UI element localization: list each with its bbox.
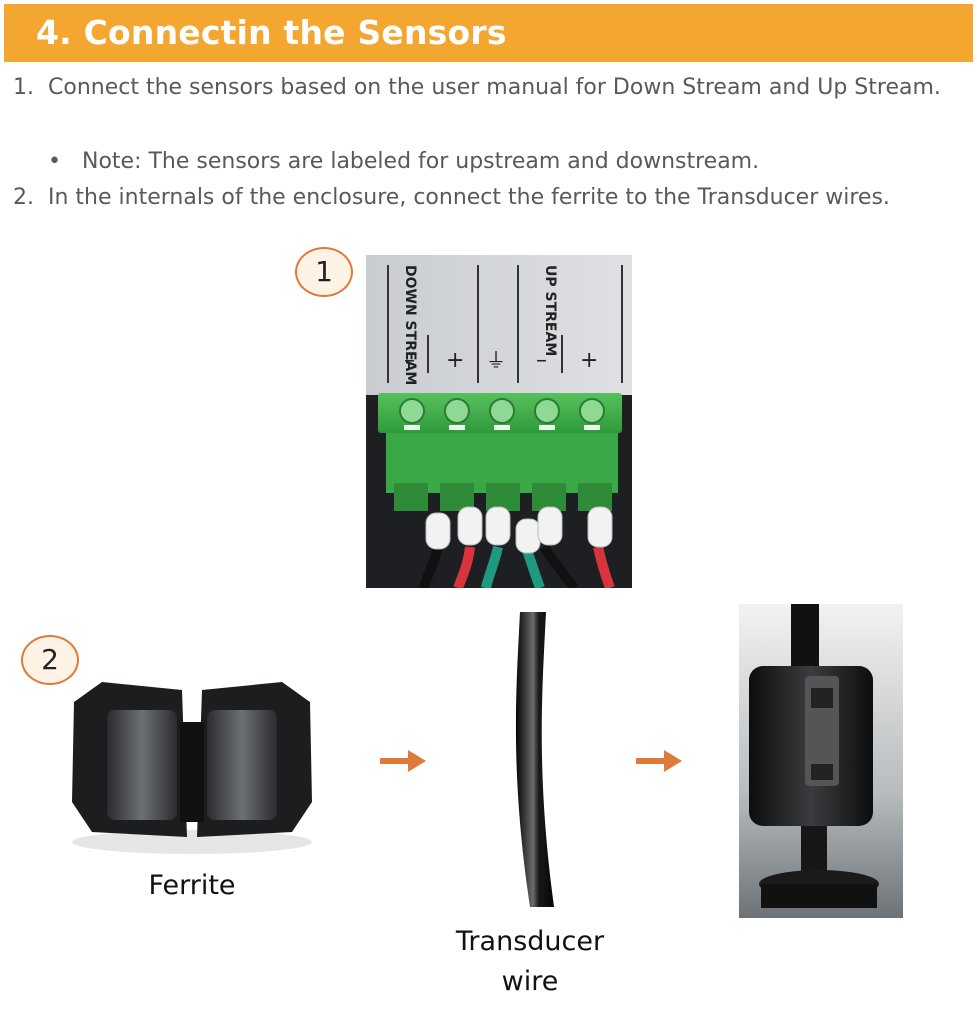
step-1-number: 1. xyxy=(13,75,34,100)
transducer-wire-photo xyxy=(490,612,570,907)
down-stream-label: DOWN STREAM xyxy=(402,265,418,385)
terminal-sign-4: – xyxy=(536,348,547,373)
ferrite-photo xyxy=(62,672,322,862)
transducer-wire-image xyxy=(515,612,554,907)
arrow-right-icon xyxy=(380,750,426,772)
transducer-wire-caption: Transducer wire xyxy=(430,922,630,1002)
terminal-sign-5: + xyxy=(580,348,598,373)
ferrite-image xyxy=(72,682,312,854)
arrow-right-icon xyxy=(636,750,682,772)
transducer-caption-line-2: wire xyxy=(501,966,559,997)
terminal-block-photo: DOWN STREAM UP STREAM – + ⏚ – + xyxy=(366,255,632,591)
note-bullet: • xyxy=(48,149,61,174)
terminal-block-image: DOWN STREAM UP STREAM – + ⏚ – + xyxy=(366,255,632,591)
assembled-ferrite-photo xyxy=(739,604,903,918)
assembled-ferrite-image xyxy=(739,604,903,918)
section-header: 4. Connectin the Sensors xyxy=(4,4,973,62)
badge-step-1: 1 xyxy=(295,247,353,297)
terminal-sign-2: + xyxy=(446,348,464,373)
terminal-sign-3: ⏚ xyxy=(486,348,506,372)
note-text: Note: The sensors are labeled for upstre… xyxy=(82,149,760,174)
transducer-caption-line-1: Transducer xyxy=(455,926,605,957)
up-stream-label: UP STREAM xyxy=(542,265,558,356)
badge-step-2: 2 xyxy=(21,635,79,685)
step-1-text: Connect the sensors based on the user ma… xyxy=(48,75,941,100)
step-2-number: 2. xyxy=(13,185,34,210)
ferrite-caption: Ferrite xyxy=(148,870,236,901)
step-2-text: In the internals of the enclosure, conne… xyxy=(48,185,890,210)
section-title: 4. Connectin the Sensors xyxy=(36,13,507,52)
terminal-sign-1: – xyxy=(404,348,415,373)
